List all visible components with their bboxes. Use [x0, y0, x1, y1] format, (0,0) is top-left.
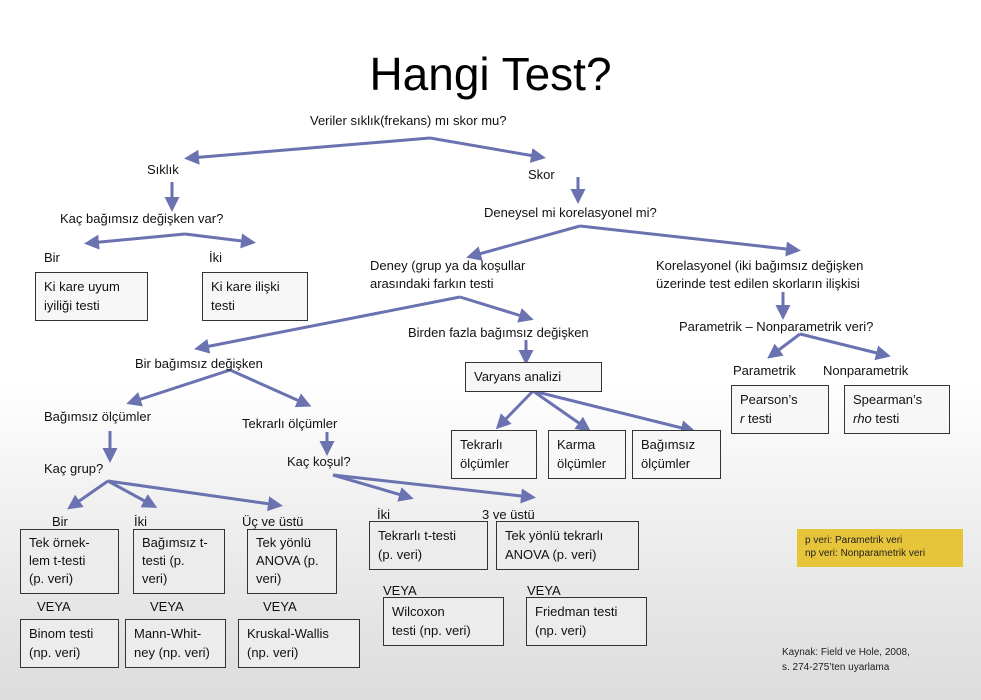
label-nonparametrik: Nonparametrik [823, 363, 909, 378]
label-grup-iki: İki [134, 514, 147, 529]
arrow-grup-uc [107, 479, 283, 512]
label-kosul-iki: İki [377, 507, 390, 522]
question-deneysel: Deneysel mi korelasyonel mi? [484, 205, 657, 220]
box-tekrarli-t: Tekrarlı t-testi(p. veri) [369, 521, 488, 570]
label-parametrik: Parametrik [733, 363, 796, 378]
source-note: Kaynak: Field ve Hole, 2008, s. 274-275’… [782, 647, 910, 673]
arrow-param-np [799, 332, 891, 361]
label-korel-2: üzerinde test edilen skorların ilişkisi [656, 276, 860, 291]
arrow-kac-bir [84, 232, 186, 250]
arrow-root-skor [429, 136, 546, 163]
arrow-param-p [767, 332, 801, 359]
label-bir: Bir [44, 250, 60, 265]
root-question: Veriler sıklık(frekans) mı skor mu? [310, 113, 507, 128]
label-siklik: Sıklık [147, 162, 179, 177]
arrow-varyans-karma [532, 389, 591, 432]
legend-np-veri: np veri: Nonparametrik veri [805, 548, 926, 559]
arrow-varyans-tekrarli [495, 389, 535, 430]
arrow-bir-tekrarli [229, 368, 312, 408]
arrow-bir-bagimsiz [126, 368, 231, 407]
label-kosul-uc: 3 ve üstü [482, 507, 535, 522]
label-birden-fazla: Birden fazla bağımsız değişken [408, 325, 589, 340]
question-param-nonparam: Parametrik – Nonparametrik veri? [679, 319, 874, 334]
arrow-root-siklik [184, 136, 431, 165]
arrow-varyans-bagimsiz [532, 389, 696, 436]
legend-p-veri: p veri: Parametrik veri [805, 535, 903, 546]
page-title: Hangi Test? [369, 48, 612, 100]
legend-box: p veri: Parametrik veri np veri: Nonpara… [797, 529, 963, 567]
label-skor: Skor [528, 167, 555, 182]
label-bagimsiz-olcumler: Bağımsız ölçümler [44, 409, 151, 424]
arrow-kac-iki [184, 232, 256, 249]
label-korel-1: Korelasyonel (iki bağımsız değişken [656, 258, 864, 273]
label-iki: İki [209, 250, 222, 265]
question-kac-bagimsiz: Kaç bağımsız değişken var? [60, 211, 224, 226]
box-binom: Binom testi(np. veri) [20, 619, 119, 668]
box-varyans-analizi: Varyans analizi [465, 362, 602, 392]
label-grup-uc: Üç ve üstü [242, 514, 304, 529]
label-tekrarli-olcumler: Tekrarlı ölçümler [242, 416, 338, 431]
label-veya: VEYA [383, 583, 417, 598]
question-kac-kosul: Kaç koşul? [287, 454, 351, 469]
box-kruskal-wallis: Kruskal-Wallis(np. veri) [238, 619, 360, 668]
question-kac-grup: Kaç grup? [44, 461, 104, 476]
arrow-deneysel-korel [579, 224, 801, 257]
arrow-deney-birden [459, 295, 534, 323]
box-bagimsiz-t: Bağımsız t-testi (p.veri) [133, 529, 225, 594]
label-veya: VEYA [150, 599, 184, 614]
box-tek-orneklem-t: Tek örnek-lem t-testi(p. veri) [20, 529, 119, 594]
label-veya: VEYA [263, 599, 297, 614]
label-veya: VEYA [37, 599, 71, 614]
arrow-kosul-uc [332, 473, 536, 504]
arrow-grup-bir [67, 479, 109, 510]
arrow-kosul-iki [332, 473, 414, 502]
box-friedman: Friedman testi(np. veri) [526, 597, 647, 646]
label-bir-bagimsiz: Bir bağımsız değişken [135, 356, 263, 371]
arrow-deney-bir [194, 295, 461, 354]
label-deney-1: Deney (grup ya da koşullar [370, 258, 526, 273]
arrow-deneysel-deney [466, 224, 581, 261]
label-veya: VEYA [527, 583, 561, 598]
label-grup-bir: Bir [52, 514, 68, 529]
label-deney-2: arasındaki farkın testi [370, 276, 494, 291]
arrow-grup-iki [107, 479, 158, 508]
box-mann-whitney: Mann-Whit-ney (np. veri) [125, 619, 226, 668]
